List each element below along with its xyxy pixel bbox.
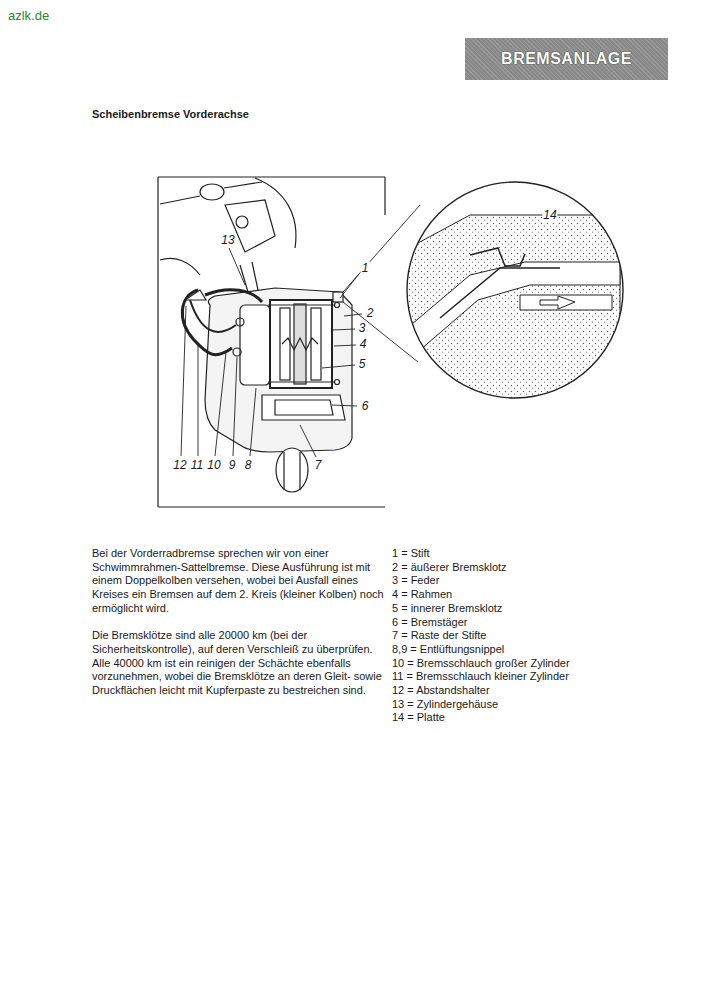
parts-key-line: 8,9 = Entlüftungsnippel	[392, 643, 504, 657]
callout-number: 3	[358, 322, 367, 335]
parts-key-line: 10 = Bremsschlauch großer Zylinder	[392, 657, 570, 671]
section-heading: Scheibenbremse Vorderachse	[92, 108, 249, 120]
parts-key-line: 2 = äußerer Bremsklotz	[392, 561, 507, 575]
watermark: azlk.de	[8, 8, 49, 23]
callout-number: 6	[361, 400, 370, 413]
callout-number: 14	[542, 209, 557, 222]
callout-number: 10	[206, 459, 221, 472]
parts-key-line: 7 = Raste der Stifte	[392, 629, 486, 643]
header-band: BREMSANLAGE	[465, 38, 668, 80]
parts-key-line: 13 = Zylindergehäuse	[392, 698, 498, 712]
parts-key-line: 3 = Feder	[392, 574, 439, 588]
parts-key-line: 6 = Bremstäger	[392, 616, 468, 630]
callout-number: 11	[190, 459, 204, 472]
callout-number: 9	[228, 459, 237, 472]
callout-number: 8	[244, 459, 253, 472]
parts-key-line: 5 = innerer Bremsklotz	[392, 602, 502, 616]
callout-number: 7	[314, 459, 323, 472]
parts-key-line: 14 = Platte	[392, 711, 445, 725]
parts-key-line: 4 = Rahmen	[392, 588, 452, 602]
parts-key-line: 1 = Stift	[392, 547, 430, 561]
callout-number: 12	[172, 459, 187, 472]
parts-key-line: 12 = Abstandshalter	[392, 684, 490, 698]
callout-number: 5	[358, 358, 367, 371]
callout-number: 2	[366, 307, 375, 320]
band-title: BREMSANLAGE	[501, 50, 632, 68]
callout-number: 13	[220, 234, 235, 247]
parts-key-line: 11 = Bremsschlauch kleiner Zylinder	[392, 670, 569, 684]
callout-number: 4	[359, 338, 368, 351]
caliper-drawing	[160, 178, 420, 492]
detail-zoom	[400, 180, 630, 410]
drawing-frame	[158, 177, 385, 507]
body-paragraph: Bei der Vorderradbremse sprechen wir von…	[92, 547, 384, 616]
callout-number: 1	[361, 262, 370, 275]
body-paragraph: Die Bremsklötze sind alle 20000 km (bei …	[92, 629, 384, 698]
